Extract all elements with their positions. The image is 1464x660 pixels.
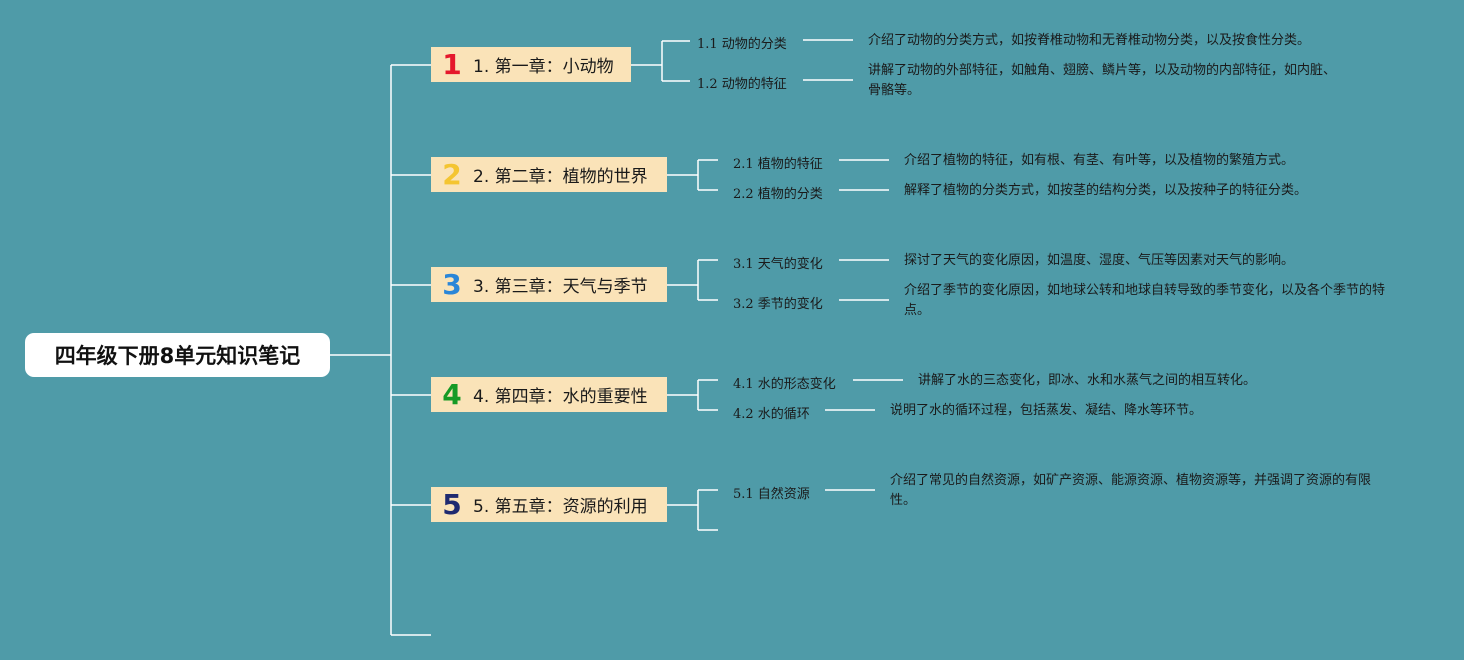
topic-description: 介绍了动物的分类方式，如按脊椎动物和无脊椎动物分类，以及按食性分类。 xyxy=(868,33,1311,48)
topic-description: 讲解了动物的外部特征，如触角、翅膀、鳞片等，以及动物的内部特征，如内脏、骨骼等。 xyxy=(868,63,1337,98)
root-node[interactable]: 四年级下册8单元知识笔记 xyxy=(25,333,330,377)
chapter-node-3[interactable]: 3 3. 第三章：天气与季节 xyxy=(431,267,667,302)
number-3-icon: 3 xyxy=(442,267,462,301)
root-title: 四年级下册8单元知识笔记 xyxy=(54,344,301,368)
topic-description: 介绍了植物的特征，如有根、有茎、有叶等，以及植物的繁殖方式。 xyxy=(904,153,1295,168)
topic-label[interactable]: 1.1 动物的分类 xyxy=(697,37,787,52)
number-2-icon: 2 xyxy=(442,157,462,191)
number-1-icon: 1 xyxy=(442,47,462,81)
topic-label[interactable]: 4.2 水的循环 xyxy=(733,407,810,422)
topic-description: 解释了植物的分类方式，如按茎的结构分类，以及按种子的特征分类。 xyxy=(904,183,1308,198)
topic-label[interactable]: 1.2 动物的特征 xyxy=(697,77,787,92)
number-5-icon: 5 xyxy=(442,487,462,521)
topic-description: 讲解了水的三态变化，即冰、水和水蒸气之间的相互转化。 xyxy=(918,373,1257,388)
topic-label[interactable]: 2.2 植物的分类 xyxy=(733,187,823,202)
chapter-label: 1. 第一章：小动物 xyxy=(473,57,614,77)
chapter-node-1[interactable]: 1 1. 第一章：小动物 xyxy=(431,47,631,82)
chapter-label: 2. 第二章：植物的世界 xyxy=(473,167,648,187)
topic-label[interactable]: 2.1 植物的特征 xyxy=(733,157,823,172)
topic-description: 介绍了常见的自然资源，如矿产资源、能源资源、植物资源等，并强调了资源的有限性。 xyxy=(890,473,1372,508)
topic-description: 说明了水的循环过程，包括蒸发、凝结、降水等环节。 xyxy=(890,403,1203,418)
chapter-label: 5. 第五章：资源的利用 xyxy=(473,497,648,517)
topic-label[interactable]: 5.1 自然资源 xyxy=(733,487,810,502)
topic-label[interactable]: 3.2 季节的变化 xyxy=(733,297,823,312)
topic-label[interactable]: 4.1 水的形态变化 xyxy=(733,377,836,392)
chapter-node-5[interactable]: 5 5. 第五章：资源的利用 xyxy=(431,487,667,522)
chapter-label: 4. 第四章：水的重要性 xyxy=(473,387,648,407)
chapter-node-4[interactable]: 4 4. 第四章：水的重要性 xyxy=(431,377,667,412)
number-4-icon: 4 xyxy=(442,377,462,411)
topic-description: 探讨了天气的变化原因，如温度、湿度、气压等因素对天气的影响。 xyxy=(904,253,1295,268)
topic-label[interactable]: 3.1 天气的变化 xyxy=(733,257,823,272)
chapter-label: 3. 第三章：天气与季节 xyxy=(473,277,648,297)
chapter-node-2[interactable]: 2 2. 第二章：植物的世界 xyxy=(431,157,667,192)
topic-description: 介绍了季节的变化原因，如地球公转和地球自转导致的季节变化，以及各个季节的特点。 xyxy=(904,283,1386,318)
